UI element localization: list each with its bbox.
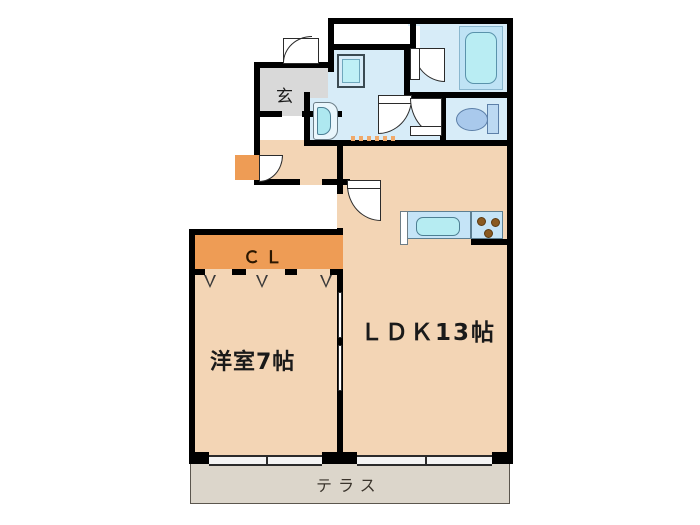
wall-left-wet-upper <box>328 18 334 48</box>
wall-ldk-right <box>507 146 513 464</box>
wall-closet-bottom-a <box>189 269 205 275</box>
washbasin <box>313 102 338 140</box>
washing-machine-space <box>337 54 365 88</box>
bathtub-basin <box>465 32 497 84</box>
wall-room-bottom-right <box>322 452 343 464</box>
wall-bath-bottom <box>404 92 513 98</box>
ldk-partition-window <box>338 345 342 391</box>
terrace-label: テラス <box>316 476 382 495</box>
closet-door-tick <box>204 275 216 288</box>
kitchen-counter-edge <box>400 211 408 245</box>
stove-burner <box>484 229 493 238</box>
washing-machine-drum <box>342 59 360 83</box>
entrance-label: 玄 <box>276 87 294 107</box>
wall-room-top <box>189 229 343 235</box>
wall-hall-left <box>254 117 260 185</box>
ldk-sliding-door[interactable] <box>357 455 492 466</box>
closet-area <box>195 235 343 269</box>
wall-ldk-left <box>337 146 343 194</box>
stove-burner <box>477 217 486 226</box>
wall-right-wet <box>507 18 513 146</box>
closet-door-tick <box>256 275 268 288</box>
wall-powder-toilet-divider <box>440 98 446 146</box>
wall-entrance-bottom <box>254 111 282 117</box>
toilet-door-leaf[interactable] <box>410 126 442 136</box>
wall-utility-bath-divider <box>410 18 416 48</box>
western-room-floor <box>195 235 340 458</box>
stove-burner <box>491 218 500 227</box>
wall-entrance-powder <box>328 48 334 72</box>
wall-room-bottom-left <box>189 452 209 464</box>
western-room-label: 洋室7帖 <box>210 350 296 375</box>
kitchen-counter <box>407 211 471 239</box>
wall-hall-bottom-right <box>322 179 350 185</box>
wall-hall-bottom <box>254 179 300 185</box>
ldk-partition-window <box>338 292 342 338</box>
wall-entrance-top <box>254 62 334 68</box>
wall-storage-recess-bottom <box>328 44 416 50</box>
wall-closet-bottom-c <box>285 269 297 275</box>
wall-powder-left <box>304 92 310 146</box>
threshold-dashed <box>351 136 399 141</box>
kitchen-sink <box>416 217 460 236</box>
toilet-tank <box>487 104 499 134</box>
room-sliding-door[interactable] <box>209 455 322 466</box>
utility-door-leaf[interactable] <box>378 95 412 104</box>
wall-closet-bottom-d <box>330 269 343 275</box>
closet-door-tick <box>320 275 332 288</box>
ldk-sliding-door-mullion <box>424 455 427 466</box>
ldk-label: ＬＤＫ13帖 <box>360 320 497 346</box>
wall-room-left <box>189 229 195 464</box>
closet-label: ＣＬ <box>243 248 287 268</box>
kitchen-base-cabinet <box>471 239 507 245</box>
upper-storage-recess <box>332 26 420 48</box>
room-sliding-door-mullion <box>265 455 268 466</box>
wall-wet-bottom <box>304 140 513 146</box>
wall-bath-left <box>404 44 410 98</box>
shoe-cabinet <box>235 155 259 180</box>
ldk-hall-door-leaf[interactable] <box>347 180 381 189</box>
wall-entrance-left <box>254 62 260 117</box>
kitchen-stove <box>471 211 503 239</box>
toilet-bowl <box>456 108 488 131</box>
bathtub <box>459 26 503 90</box>
wall-closet-bottom-b <box>232 269 246 275</box>
wall-top-outer <box>328 18 513 24</box>
washbasin-bowl <box>317 107 331 135</box>
bath-door-leaf[interactable] <box>410 48 420 80</box>
wall-ldk-bottom-right <box>492 452 513 464</box>
